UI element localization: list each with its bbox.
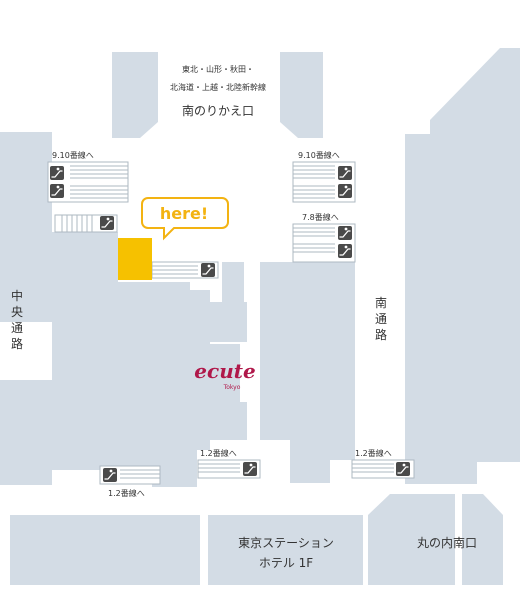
- stair-right-mid: [292, 223, 356, 263]
- south-transfer-lines-row2: 北海道・上越・北陸新幹線: [170, 82, 266, 92]
- hotel-label-line2: ホテル 1F: [259, 556, 313, 570]
- platform-label-bottom-left: 1.2番線へ: [108, 488, 145, 498]
- block-left-lower: [0, 380, 52, 485]
- stair-bottom-right: [351, 459, 415, 479]
- block-center-col: [222, 262, 244, 302]
- escalator-icon: [50, 166, 64, 180]
- block-right-slanted: [430, 48, 520, 462]
- stair-top-right: [292, 161, 356, 203]
- block-left-upper: [0, 132, 52, 322]
- block-bottom-right: [462, 494, 503, 585]
- central-passage-label: 中 央 通 路: [11, 288, 23, 351]
- stair-left-mid: [54, 214, 118, 233]
- escalator-icon: [338, 184, 352, 198]
- south-passage-label: 南 通 路: [375, 295, 387, 342]
- stair-top-left: [47, 161, 129, 203]
- escalator-icon: [50, 184, 64, 198]
- svg-text:通: 通: [11, 321, 23, 335]
- here-callout: here!: [141, 197, 229, 241]
- escalator-icon: [396, 462, 410, 476]
- block-center-top: [205, 302, 247, 342]
- block-right-column: [405, 134, 477, 484]
- platform-label-bottom-right: 1.2番線へ: [355, 448, 392, 458]
- block-top-left-wall: [112, 52, 158, 138]
- block-hotel: [208, 515, 363, 585]
- svg-text:路: 路: [11, 336, 23, 351]
- block-right-strip: [290, 428, 330, 483]
- escalator-icon: [338, 166, 352, 180]
- escalator-icon: [338, 226, 352, 240]
- platform-label-top-left: 9.10番線へ: [52, 150, 94, 160]
- svg-text:通: 通: [375, 312, 387, 326]
- platform-label-mid-right: 7.8番線へ: [302, 212, 339, 222]
- svg-text:南: 南: [375, 295, 387, 310]
- escalator-icon: [100, 216, 114, 230]
- block-center-bottom: [205, 402, 247, 440]
- south-transfer-lines-row1: 東北・山形・秋田・: [182, 64, 254, 74]
- hotel-label-line1: 東京ステーション: [238, 536, 334, 550]
- block-bottom-left: [10, 515, 200, 585]
- ecute-logo: ecute Tokyo: [194, 359, 255, 391]
- escalator-icon: [243, 462, 257, 476]
- platform-label-bottom-center: 1.2番線へ: [200, 448, 237, 458]
- south-transfer-gate-name: 南のりかえ口: [182, 103, 254, 118]
- current-location-marker: [118, 238, 152, 280]
- stair-bottom-center: [197, 459, 261, 479]
- ecute-logo-text: ecute: [194, 359, 255, 383]
- svg-text:中: 中: [11, 288, 23, 303]
- svg-text:路: 路: [375, 327, 387, 342]
- here-label: here!: [160, 204, 208, 223]
- escalator-icon: [201, 263, 215, 277]
- escalator-icon: [103, 468, 117, 482]
- block-top-right-wall: [280, 52, 323, 138]
- stair-here: [151, 261, 219, 279]
- map-blocks: [0, 48, 520, 585]
- platform-label-top-right: 9.10番線へ: [298, 150, 340, 160]
- block-left-main: [52, 232, 190, 470]
- escalator-icon: [338, 244, 352, 258]
- ecute-logo-sub: Tokyo: [223, 384, 241, 391]
- block-marunouchi: [368, 494, 455, 585]
- block-center-mid: [210, 344, 240, 404]
- stair-bottom-left: [99, 465, 161, 485]
- block-right-main: [260, 262, 355, 460]
- marunouchi-south-exit-label: 丸の内南口: [417, 535, 477, 550]
- svg-text:央: 央: [11, 305, 23, 319]
